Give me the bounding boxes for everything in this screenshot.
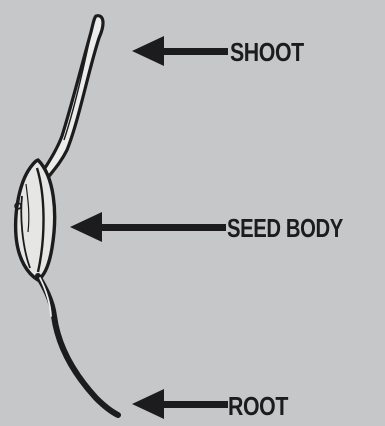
seed-body-arrow [70, 212, 226, 242]
root-arrow [132, 389, 228, 419]
shoot-arrow [132, 36, 228, 66]
root-label: ROOT [228, 393, 288, 419]
root-stem [38, 276, 118, 415]
seed-body-label: SEED BODY [227, 215, 343, 241]
seed-body [15, 160, 55, 280]
shoot-label: SHOOT [230, 39, 304, 65]
shoot-stem [40, 16, 103, 180]
